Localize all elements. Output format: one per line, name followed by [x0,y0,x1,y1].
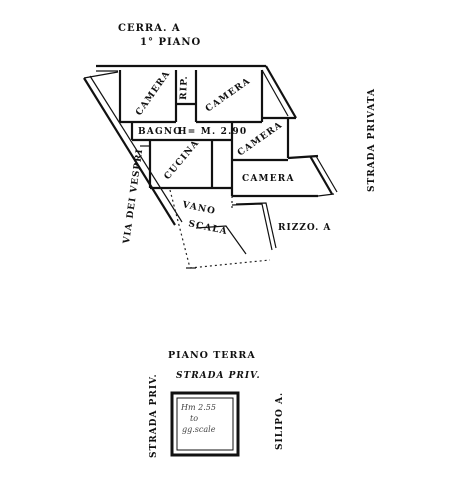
neighbour-rizzo: RIZZO. A [278,223,331,233]
ground-note-line2: gg.scale [182,425,216,434]
ground-room-outer-wall [170,391,240,457]
heading-first-floor: 1° PIANO [140,37,201,48]
stair-bottom-dashed [189,259,271,269]
heading-ground-floor: PIANO TERRA [168,350,256,361]
neighbour-silipo: SILIPO A. [275,392,285,450]
left-outer-wall-inner [89,75,183,223]
room-vano: VANO [180,200,216,217]
heading-owner: CERRA. A [118,23,181,34]
stair-right-wall [231,203,273,251]
street-strada-priv-left: STRADA PRIV. [149,373,159,458]
ground-room-inner-wall [176,397,234,451]
left-top-corner [83,71,119,79]
ground-note-line1: to [190,414,198,423]
room-cucina: CUCINA [163,138,202,182]
room-camera-1: CAMERA [134,69,172,118]
room-bagno: BAGNO [138,127,182,137]
ground-floor-room: Hm 2.55 to gg.scale [170,391,240,457]
balcony-slant-wall [309,155,333,195]
first-floor-height: H= M. 2.90 [178,127,247,137]
left-outer-wall [83,77,176,226]
stair-left-dashed [169,189,191,269]
camera4-top-right-wall [287,154,319,160]
room-camera-2: CAMERA [204,76,253,114]
room-camera-4: CAMERA [242,174,295,184]
room-scala: SCALA [187,219,228,237]
room-ripostiglio: RIP. [179,75,190,100]
stair-right-wall-inner [235,202,277,249]
right-top-slant-wall [265,65,297,119]
right-top-slant-inner [261,69,289,117]
street-via-dei-vespri: VIA DEI VESPRI [122,148,145,246]
balcony-slant-inner [315,155,338,193]
street-strada-priv-top: STRADA PRIV. [176,371,261,381]
first-floor-building [83,64,338,269]
ground-height-label: Hm 2.55 [180,403,216,412]
room-camera-3: CAMERA [236,120,285,158]
stair-door-arc [195,225,247,255]
street-strada-privata: STRADA PRIVATA [367,88,377,192]
balcony-bottom [317,193,335,197]
